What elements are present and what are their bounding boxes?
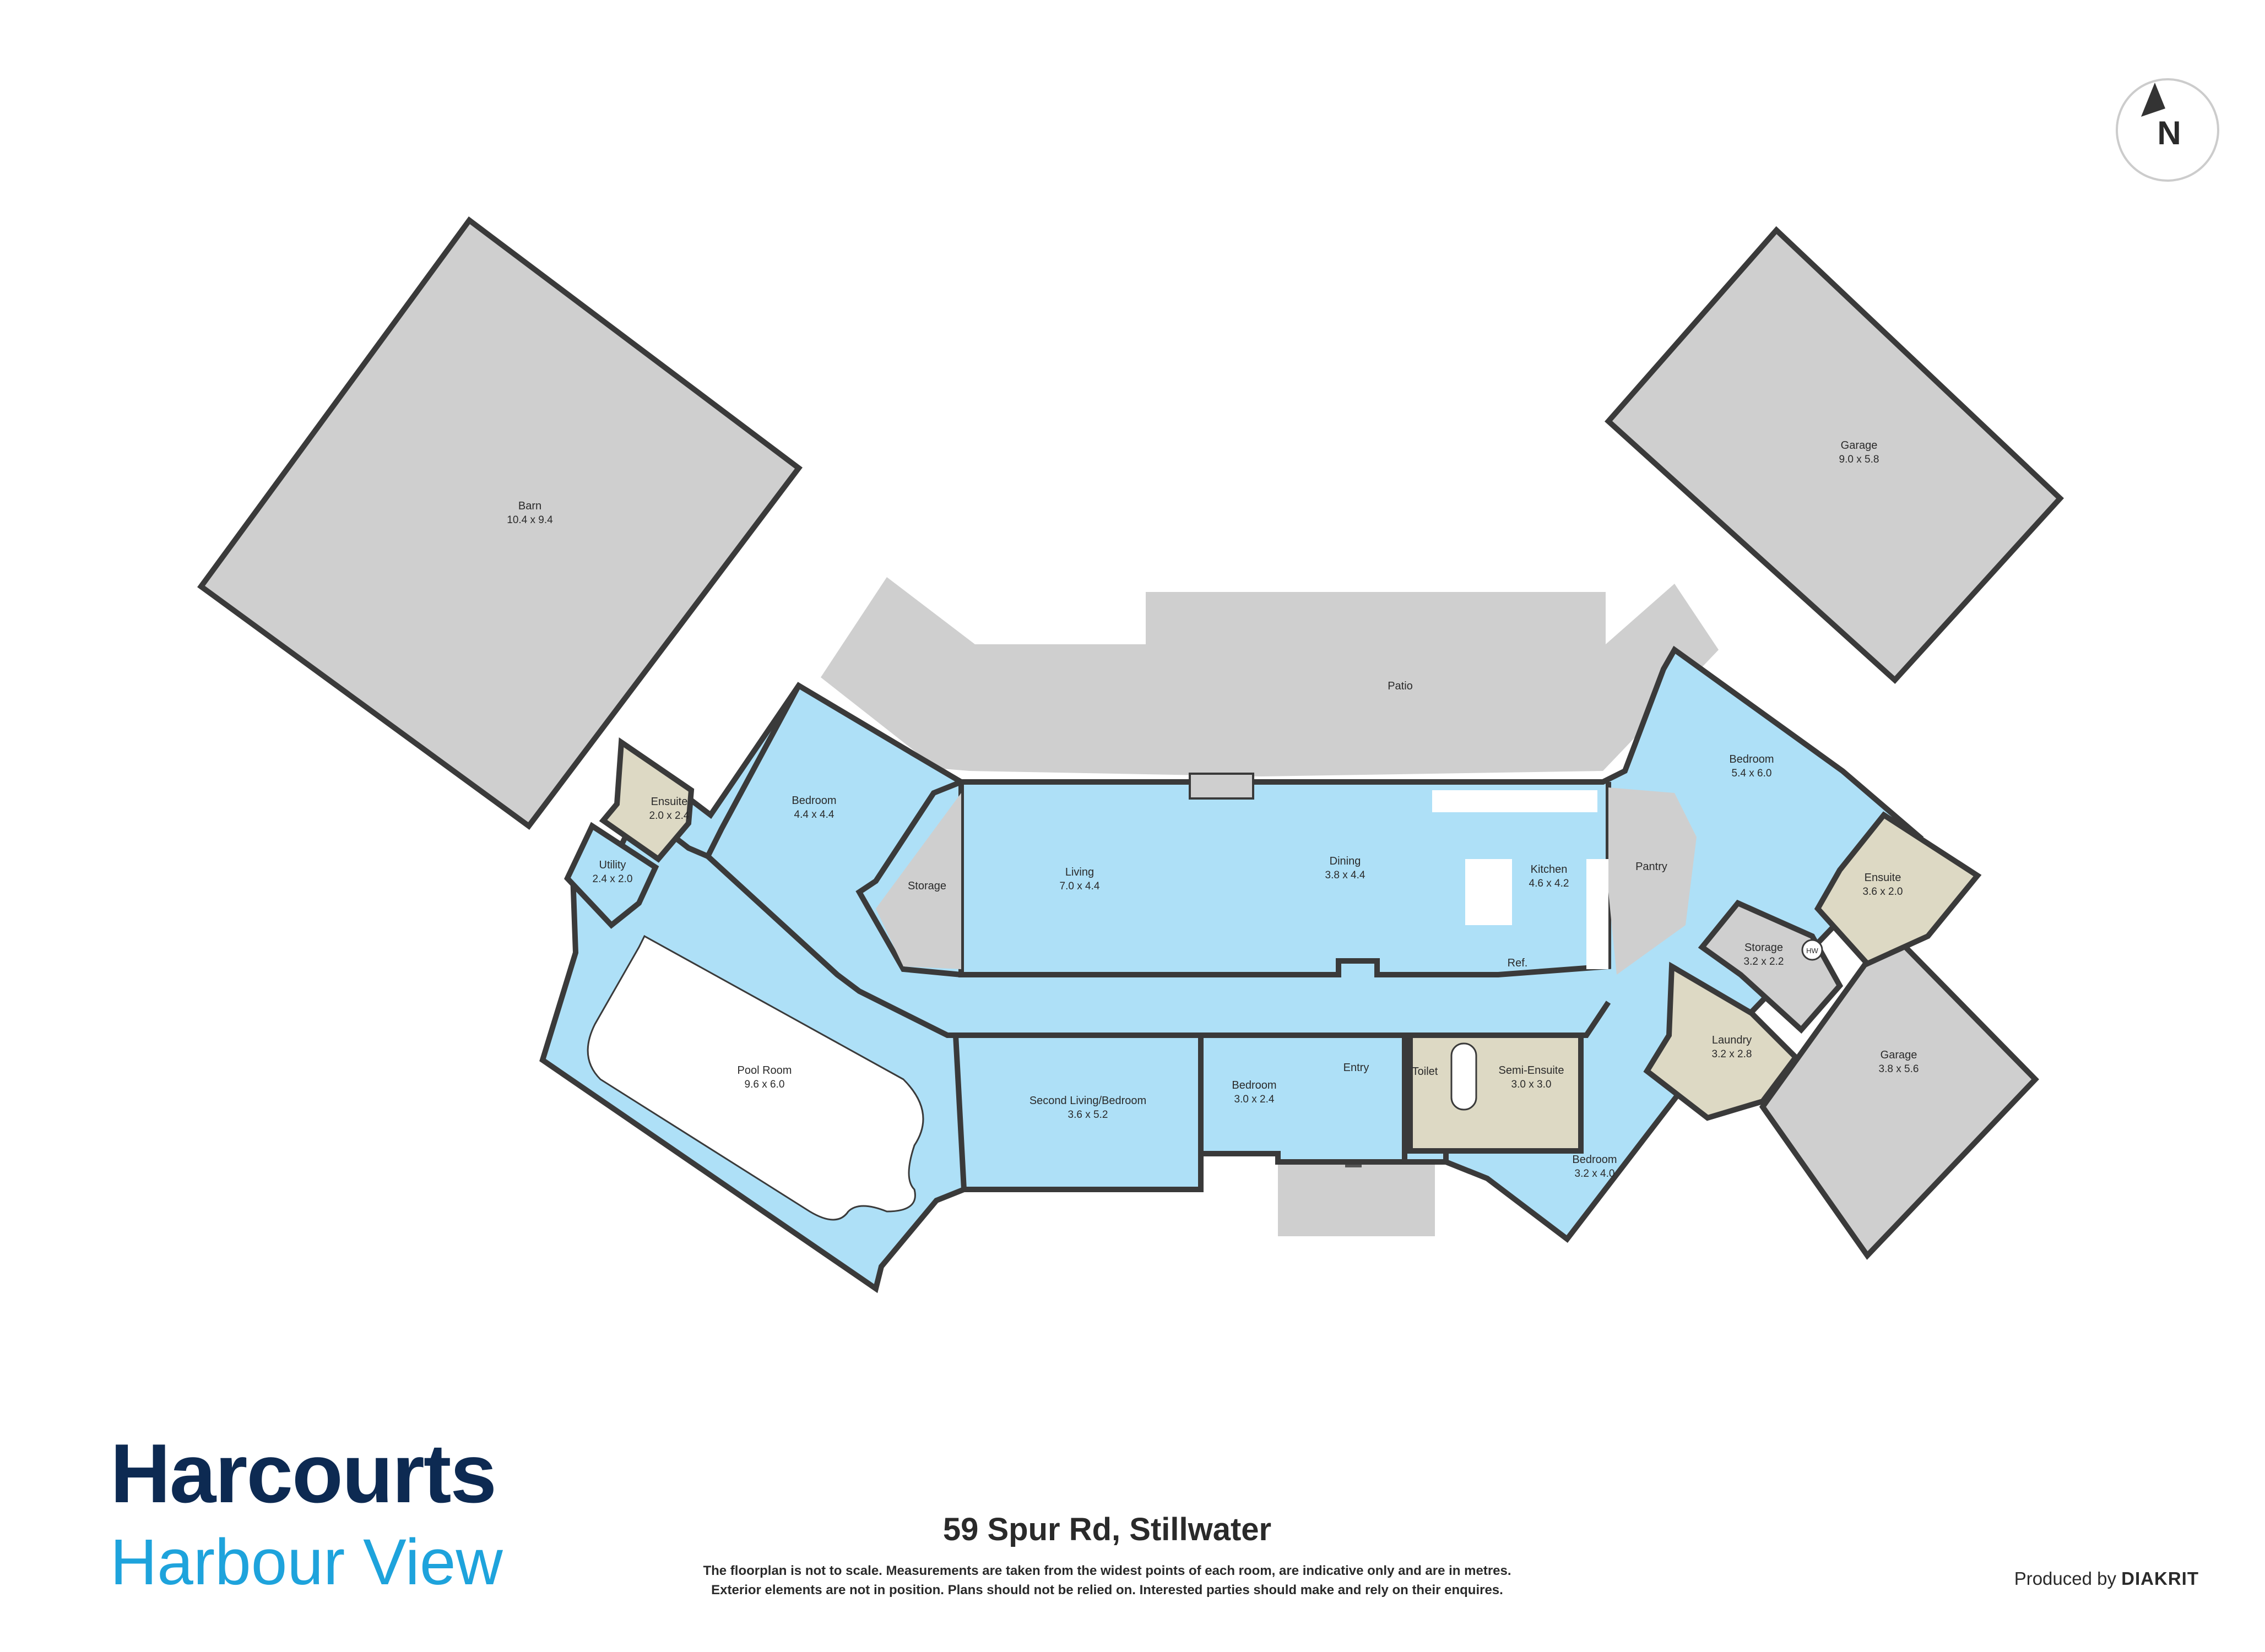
room-label: Ensuite [1865, 872, 1901, 884]
pool-shape [587, 934, 924, 1221]
patio-area [821, 577, 1719, 776]
ensuite-left-room [599, 737, 695, 863]
room-dims: 5.4 x 6.0 [1732, 768, 1772, 779]
ensuite-right-room [1814, 811, 1982, 968]
room-label: Bedroom [792, 795, 836, 807]
room-label: Bedroom [1729, 753, 1774, 765]
disclaimer-line: Exterior elements are not in position. P… [711, 1582, 1503, 1597]
room-dims: 9.6 x 6.0 [745, 1079, 785, 1090]
room-label: Semi-Ensuite [1499, 1064, 1564, 1077]
disclaimer: The floorplan is not to scale. Measureme… [584, 1562, 1630, 1600]
room-label: Barn [518, 500, 541, 512]
disclaimer-line: The floorplan is not to scale. Measureme… [703, 1563, 1511, 1578]
room-dims: 3.0 x 2.4 [1234, 1094, 1275, 1105]
room-label: Toilet [1412, 1066, 1438, 1078]
room-label: Patio [1388, 680, 1413, 692]
room-label: Ensuite [651, 796, 688, 808]
room-dims: 7.0 x 4.4 [1060, 881, 1100, 892]
room-label: Pantry [1635, 861, 1667, 873]
room-label: Garage [1841, 439, 1878, 452]
brand-logo: Harcourts Harbour View [110, 1432, 503, 1595]
room-label: Dining [1330, 855, 1361, 867]
room-label: Storage [1744, 942, 1783, 954]
room-label: Laundry [1712, 1034, 1752, 1046]
storage-left-room [876, 793, 961, 969]
hot-water-icon [1801, 939, 1823, 961]
room-dims: 3.2 x 2.2 [1744, 956, 1784, 968]
room-dims: 3.8 x 4.4 [1325, 870, 1365, 881]
room-dims: 4.4 x 4.4 [794, 809, 835, 820]
fireplace [1189, 773, 1254, 800]
room-dims: 3.2 x 2.8 [1712, 1048, 1752, 1060]
room-dims: 3.6 x 5.2 [1068, 1109, 1108, 1121]
room-dims: 2.0 x 2.4 [649, 810, 690, 822]
room-label: Bedroom [1232, 1079, 1276, 1091]
pantry-room [1608, 787, 1697, 975]
room-label: Kitchen [1531, 863, 1568, 876]
kitchen-counter [1432, 790, 1597, 812]
room-dims: 3.6 x 2.0 [1863, 886, 1903, 898]
room-label: Entry [1343, 1062, 1369, 1074]
room-label: Pool Room [738, 1064, 792, 1077]
room-dims: 3.8 x 5.6 [1879, 1063, 1919, 1075]
room-dims: 3.0 x 3.0 [1511, 1079, 1552, 1090]
room-label: Living [1065, 866, 1094, 878]
brand-office: Harbour View [110, 1526, 503, 1599]
room-dims: 10.4 x 9.4 [507, 514, 553, 526]
bathtub-icon [1450, 1042, 1477, 1111]
credit-prefix: Produced by [2014, 1568, 2116, 1589]
kitchen-counter-side [1586, 859, 1608, 969]
producer-credit: Produced by DIAKRIT [2014, 1568, 2199, 1589]
garage-top-room [1604, 226, 2064, 684]
room-dims: 2.4 x 2.0 [593, 873, 633, 885]
credit-company: DIAKRIT [2121, 1568, 2199, 1589]
room-label: Second Living/Bedroom [1029, 1095, 1146, 1107]
room-label: Storage [908, 880, 946, 892]
room-labels: Barn 10.4 x 9.4 Garage 9.0 x 5.8 Patio E… [507, 439, 1919, 1180]
room-dims: 4.6 x 4.2 [1529, 878, 1569, 889]
barn-room [197, 216, 803, 830]
room-label: Bedroom [1572, 1154, 1617, 1166]
room-label: Garage [1881, 1049, 1917, 1061]
kitchen-island [1465, 859, 1512, 925]
property-address: 59 Spur Rd, Stillwater [942, 1512, 1272, 1547]
laundry-room [1643, 961, 1800, 1121]
room-dims: 3.2 x 4.0 [1575, 1168, 1615, 1180]
garage-bottom-room [1759, 926, 2039, 1260]
utility-room [564, 822, 659, 929]
hot-water-label: HW [1806, 947, 1818, 955]
room-dims: 9.0 x 5.8 [1839, 454, 1879, 465]
north-compass-icon: N [2116, 78, 2219, 182]
room-label: Ref. [1508, 957, 1528, 969]
room-label: Utility [599, 859, 626, 871]
brand-name: Harcourts [110, 1427, 497, 1520]
compass-label: N [2157, 115, 2181, 151]
storage-right-room [1698, 899, 1844, 1034]
semi-ensuite-room [1407, 1032, 1584, 1154]
